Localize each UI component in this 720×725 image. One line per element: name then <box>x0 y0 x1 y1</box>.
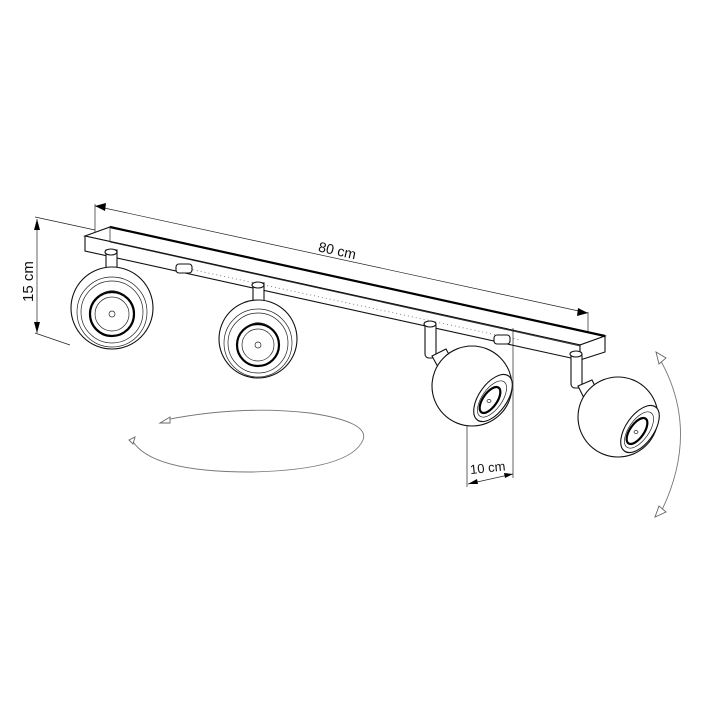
head-diameter-dimension: 10 cm <box>466 328 514 487</box>
tilt-rotation-arrow <box>654 351 681 518</box>
spotlight-head-3 <box>423 320 513 427</box>
spotlight-head-1 <box>70 248 154 350</box>
screw-cap-right <box>493 334 511 345</box>
height-dimension: 15 cm <box>20 216 96 346</box>
spotlight-head-2 <box>218 281 298 379</box>
height-label: 15 cm <box>20 261 37 302</box>
spotlight-head-4 <box>569 350 660 458</box>
length-label: 80 cm <box>317 239 358 263</box>
horizontal-rotation-arrow <box>128 409 365 473</box>
screw-cap-left <box>175 263 193 274</box>
mounting-bar <box>83 225 607 361</box>
length-dimension: 80 cm <box>94 203 589 336</box>
head-diameter-label: 10 cm <box>469 458 506 477</box>
